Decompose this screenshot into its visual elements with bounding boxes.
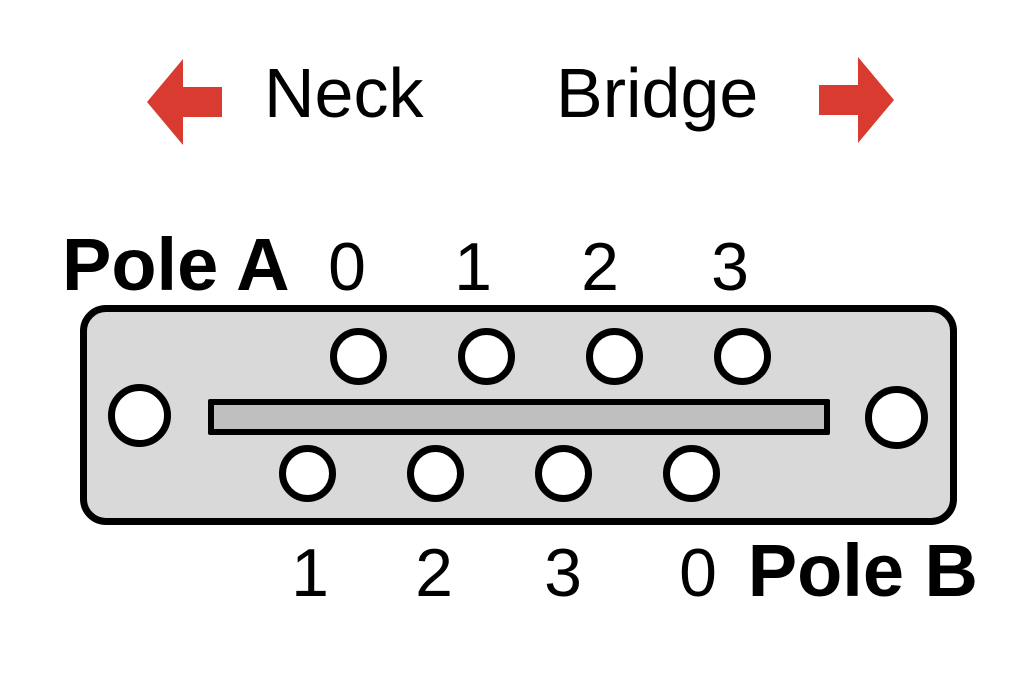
top-terminal-label-1: 1 [454, 229, 492, 305]
top-terminal-label-2: 2 [581, 229, 619, 305]
terminal-hole-top-3 [714, 328, 771, 385]
terminal-hole-top-1 [458, 328, 515, 385]
slider-slot-bar [208, 399, 830, 435]
terminal-hole-bottom-2 [535, 445, 592, 502]
terminal-hole-top-0 [330, 328, 387, 385]
top-terminal-label-0: 0 [328, 229, 366, 305]
terminal-hole-bottom-3 [663, 445, 720, 502]
bottom-terminal-label-1: 2 [415, 535, 453, 611]
terminal-hole-top-2 [586, 328, 643, 385]
mounting-hole-right [865, 386, 928, 449]
bridge-label: Bridge [556, 54, 759, 132]
bottom-terminal-label-0: 1 [291, 535, 329, 611]
top-terminal-label-3: 3 [711, 229, 749, 305]
mounting-hole-left [108, 384, 171, 447]
terminal-hole-bottom-1 [407, 445, 464, 502]
bridge-direction-arrow-icon [819, 57, 894, 143]
switch-body [80, 305, 957, 525]
pole-b-label: Pole B [747, 529, 978, 612]
bottom-terminal-label-2: 3 [544, 535, 582, 611]
pole-a-label: Pole A [62, 223, 290, 306]
terminal-hole-bottom-0 [279, 445, 336, 502]
neck-direction-arrow-icon [147, 59, 222, 145]
neck-label: Neck [264, 54, 424, 132]
bottom-terminal-label-3: 0 [679, 535, 717, 611]
